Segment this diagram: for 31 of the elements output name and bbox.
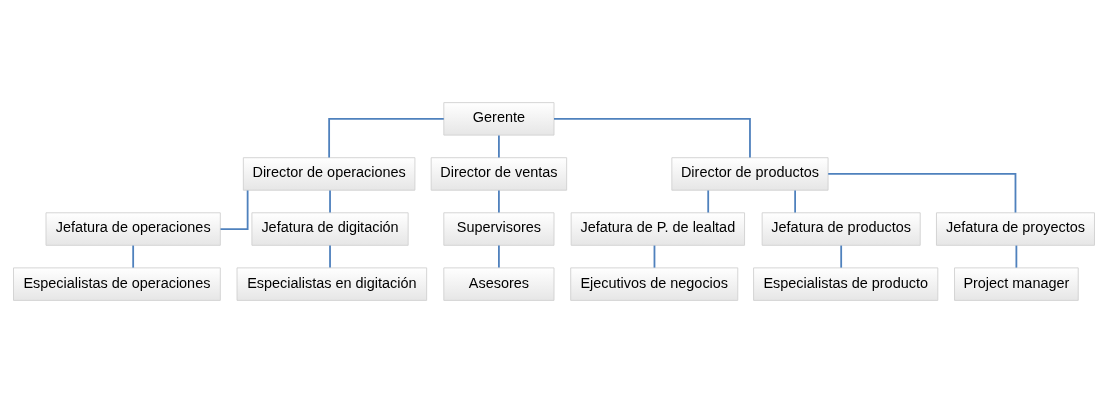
node-box: Jefatura de proyectos: [936, 211, 1095, 246]
node-box: Director de ventas: [430, 156, 568, 191]
node-box: Project manager: [954, 266, 1079, 301]
node-box: Jefatura de digitación: [251, 211, 409, 246]
connector: [653, 244, 656, 268]
node-box: Especialistas en digitación: [236, 266, 428, 301]
node-box: Especialistas de producto: [753, 266, 939, 301]
connector: [328, 117, 445, 158]
connector: [707, 189, 710, 213]
node-box: Director de productos: [671, 156, 829, 191]
connector: [553, 117, 751, 158]
node-box: Jefatura de operaciones: [45, 211, 221, 246]
connector: [840, 244, 843, 268]
node-box: Ejecutivos de negocios: [570, 266, 739, 301]
node-box: Especialistas de operaciones: [13, 266, 221, 301]
node-box: Gerente: [443, 101, 555, 136]
connector: [794, 189, 797, 213]
connector: [827, 172, 1017, 213]
node-box: Director de operaciones: [242, 156, 416, 191]
node-box: Supervisores: [443, 211, 555, 246]
connector: [219, 189, 249, 230]
connector: [498, 244, 500, 268]
node-box: Jefatura de P. de lealtad: [570, 211, 745, 246]
connector: [329, 244, 331, 268]
connector: [329, 189, 331, 213]
node-box: Jefatura de productos: [761, 211, 921, 246]
connector: [1015, 244, 1018, 268]
connector: [498, 189, 500, 213]
connector: [498, 134, 500, 158]
node-box: Asesores: [443, 266, 555, 301]
connector: [132, 244, 135, 268]
